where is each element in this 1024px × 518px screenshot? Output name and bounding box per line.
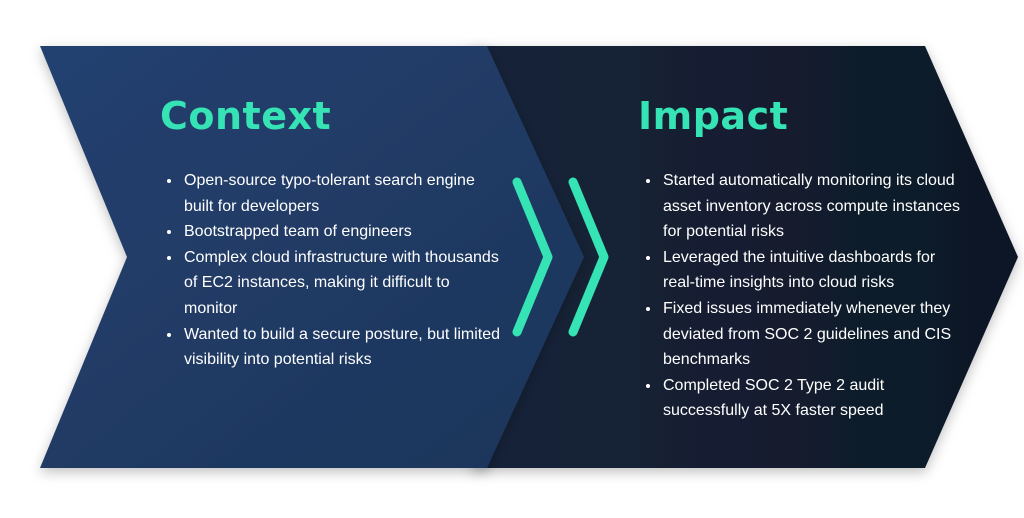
impact-bullet: Completed SOC 2 Type 2 audit successfull… bbox=[661, 373, 971, 424]
impact-bullet-list: Started automatically monitoring its clo… bbox=[643, 168, 971, 424]
double-chevron-right-icon bbox=[512, 177, 609, 337]
impact-bullet: Leveraged the intuitive dashboards for r… bbox=[661, 245, 971, 296]
impact-panel bbox=[470, 46, 1018, 468]
chevron-right-icon bbox=[568, 177, 609, 337]
context-bullet: Wanted to build a secure posture, but li… bbox=[182, 322, 502, 373]
context-bullet: Bootstrapped team of engineers bbox=[182, 219, 502, 245]
context-panel bbox=[40, 46, 584, 468]
impact-title: Impact bbox=[638, 94, 789, 138]
context-bullet-list: Open-source typo-tolerant search engine … bbox=[164, 168, 502, 373]
context-title: Context bbox=[160, 94, 332, 138]
context-bullet: Complex cloud infrastructure with thousa… bbox=[182, 245, 502, 322]
context-bullet: Open-source typo-tolerant search engine … bbox=[182, 168, 502, 219]
impact-bullet: Started automatically monitoring its clo… bbox=[661, 168, 971, 245]
chevron-right-icon bbox=[512, 177, 553, 337]
impact-bullet: Fixed issues immediately whenever they d… bbox=[661, 296, 971, 373]
